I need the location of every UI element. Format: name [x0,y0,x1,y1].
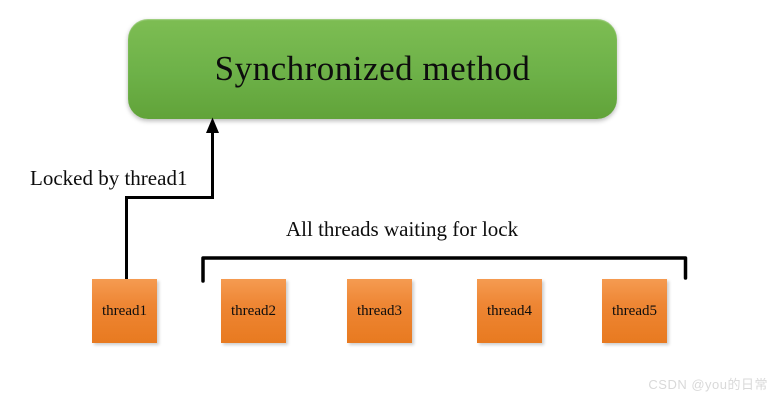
waiting-threads-bracket [201,256,688,283]
thread1-box: thread1 [92,279,157,343]
thread4-box: thread4 [477,279,542,343]
synchronized-method-label: Synchronized method [214,49,531,88]
lock-arrow-line [125,130,214,279]
thread4-label: thread4 [487,302,532,319]
synchronized-method-box: Synchronized method [128,19,617,119]
locked-by-thread1-label: Locked by thread1 [30,166,188,190]
thread1-label: thread1 [102,302,147,319]
thread2-label: thread2 [231,302,276,319]
thread3-label: thread3 [357,302,402,319]
thread3-box: thread3 [347,279,412,343]
csdn-watermark: CSDN @you的日常 [648,377,768,392]
thread5-box: thread5 [602,279,667,343]
lock-arrow-head-icon [206,117,219,133]
thread5-label: thread5 [612,302,657,319]
all-threads-waiting-label: All threads waiting for lock [286,217,519,241]
thread2-box: thread2 [221,279,286,343]
